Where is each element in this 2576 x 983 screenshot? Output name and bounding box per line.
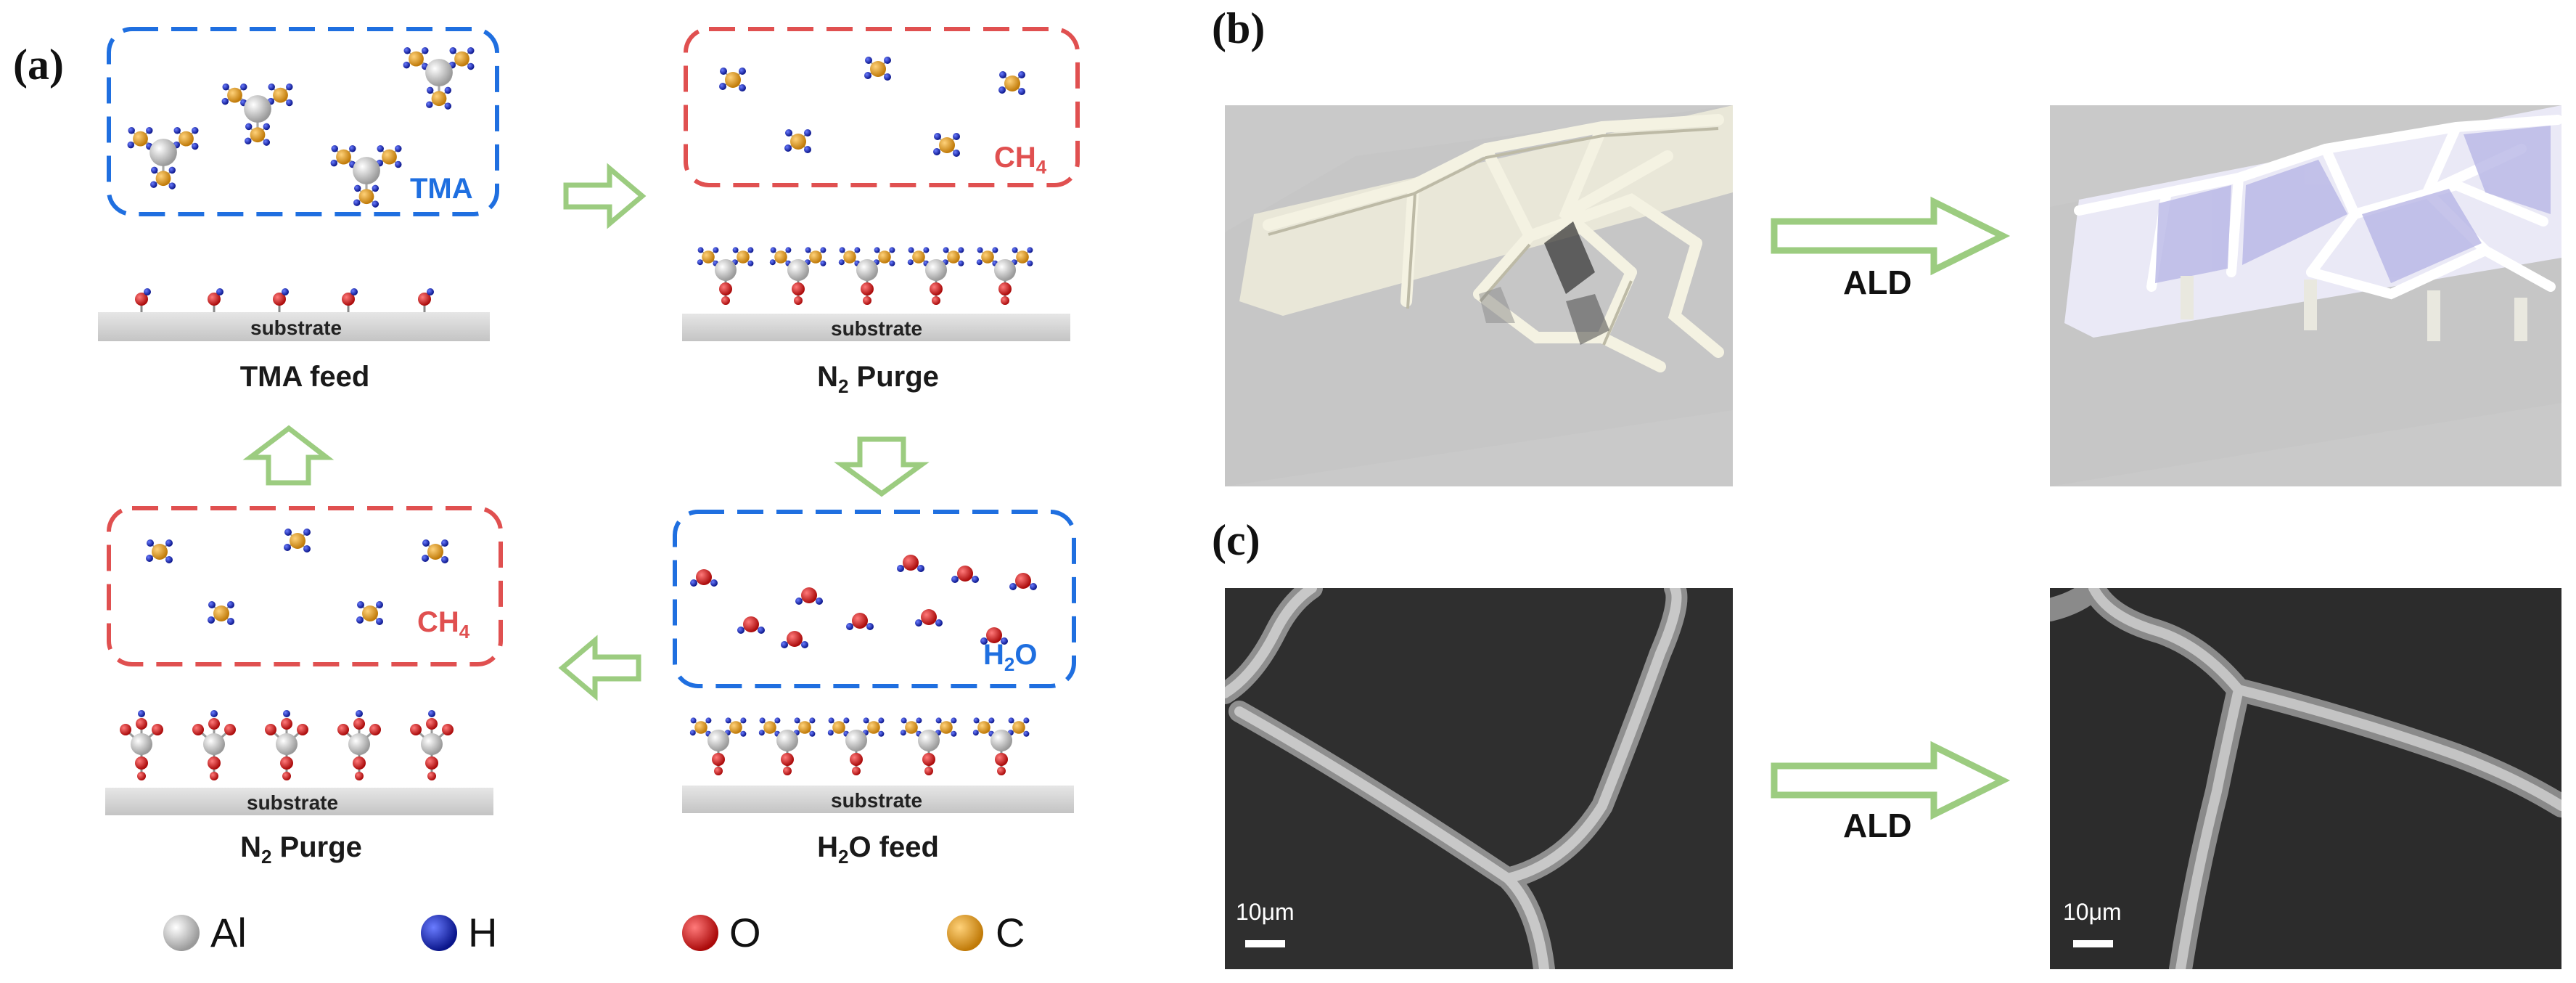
legend-o-label: O (729, 910, 761, 955)
n2-purge-bottom-substrate-label: substrate (247, 791, 339, 814)
n2-purge-bottom-gas-box (107, 506, 503, 666)
legend-c-label: C (996, 910, 1025, 955)
panel-b-render-after (2050, 105, 2561, 486)
n2-purge-bottom-surface-species (118, 709, 455, 782)
panel-c-scalebar-left-label: 10μm (1236, 899, 1295, 925)
ch4-gas-label-bottom: CH4 (417, 606, 469, 643)
h2o-gas-label-base: H (983, 639, 1004, 671)
tma-feed-surface-oh (134, 287, 435, 314)
n2-purge-top-label-post: Purge (848, 361, 939, 393)
n2-purge-bottom-label-pre: N (240, 831, 261, 863)
h2o-gas-label-sub: 2 (1004, 653, 1015, 675)
n2-purge-top-gas-box (684, 27, 1080, 187)
n2-purge-bottom-label-post: Purge (271, 831, 362, 863)
h2o-feed-label: H2O feed (733, 831, 1023, 868)
ch4-gas-label-top-sub: 4 (1035, 156, 1047, 178)
panel-c-letter: (c) (1212, 516, 1260, 564)
n2-purge-top-substrate (682, 314, 1070, 341)
n2-purge-top-surface-species (697, 247, 1033, 305)
ch4-gas-label-bottom-base: CH (417, 606, 459, 638)
h2o-feed-substrate-label: substrate (831, 789, 923, 812)
panel-a-letter: (a) (13, 41, 64, 89)
ch4-gas-label-top-base: CH (994, 142, 1036, 174)
n2-purge-top-label-pre: N (817, 361, 838, 393)
cycle-arrow-down (834, 436, 930, 497)
n2-purge-bottom-label-sub: 2 (261, 846, 272, 868)
panel-c-sem-after (2050, 588, 2561, 969)
legend-h-label: H (468, 910, 498, 955)
panel-b-letter: (b) (1212, 4, 1266, 52)
legend-al-sphere (163, 915, 200, 951)
ch4-gas-label-top: CH4 (994, 142, 1046, 179)
h2o-feed-label-post: O feed (848, 831, 939, 863)
n2-purge-top-ch4-molecules (718, 56, 1026, 158)
n2-purge-top-substrate-label: substrate (831, 317, 923, 340)
legend-o-sphere (682, 915, 718, 951)
n2-purge-bottom-label: N2 Purge (156, 831, 446, 868)
h2o-feed-label-pre: H (817, 831, 838, 863)
h2o-feed-surface-species (690, 717, 1030, 775)
tma-feed-label: TMA feed (239, 361, 370, 393)
legend-al-label: Al (210, 910, 247, 955)
tma-feed-gas-box (107, 27, 499, 216)
panel-a-diagram (98, 27, 1080, 951)
h2o-feed-substrate (682, 786, 1074, 813)
ch4-gas-label-bottom-sub: 4 (459, 621, 470, 643)
cycle-arrow-right (563, 163, 647, 229)
legend-h-sphere (421, 915, 457, 951)
tma-feed-substrate-label: substrate (250, 317, 342, 339)
panel-b-render-before (1225, 105, 1733, 486)
h2o-gas-label-post: O (1014, 639, 1038, 671)
n2-purge-top-label-sub: 2 (837, 375, 849, 397)
h2o-feed-label-sub: 2 (837, 846, 849, 868)
h2o-feed-gas-box (673, 510, 1076, 688)
panel-c-ald-arrow (1771, 741, 2011, 820)
tma-gas-label: TMA (410, 173, 473, 205)
n2-purge-bottom-substrate (105, 788, 493, 815)
panel-b-ald-arrow (1771, 196, 2011, 276)
n2-purge-bottom-ch4-molecules (145, 528, 449, 626)
cycle-arrow-up (242, 425, 335, 486)
n2-purge-top-label: N2 Purge (733, 361, 1023, 398)
panel-c-scalebar-right-label: 10μm (2063, 899, 2122, 925)
panel-c-ald-label: ALD (1843, 807, 1912, 844)
h2o-gas-label: H2O (983, 639, 1037, 676)
tma-feed-substrate (98, 312, 490, 341)
legend-c-sphere (947, 915, 983, 951)
h2o-molecules (689, 554, 1038, 649)
panel-c-sem-before (1225, 588, 1733, 969)
panel-b-ald-label: ALD (1843, 264, 1912, 301)
cycle-arrow-left (558, 635, 641, 701)
